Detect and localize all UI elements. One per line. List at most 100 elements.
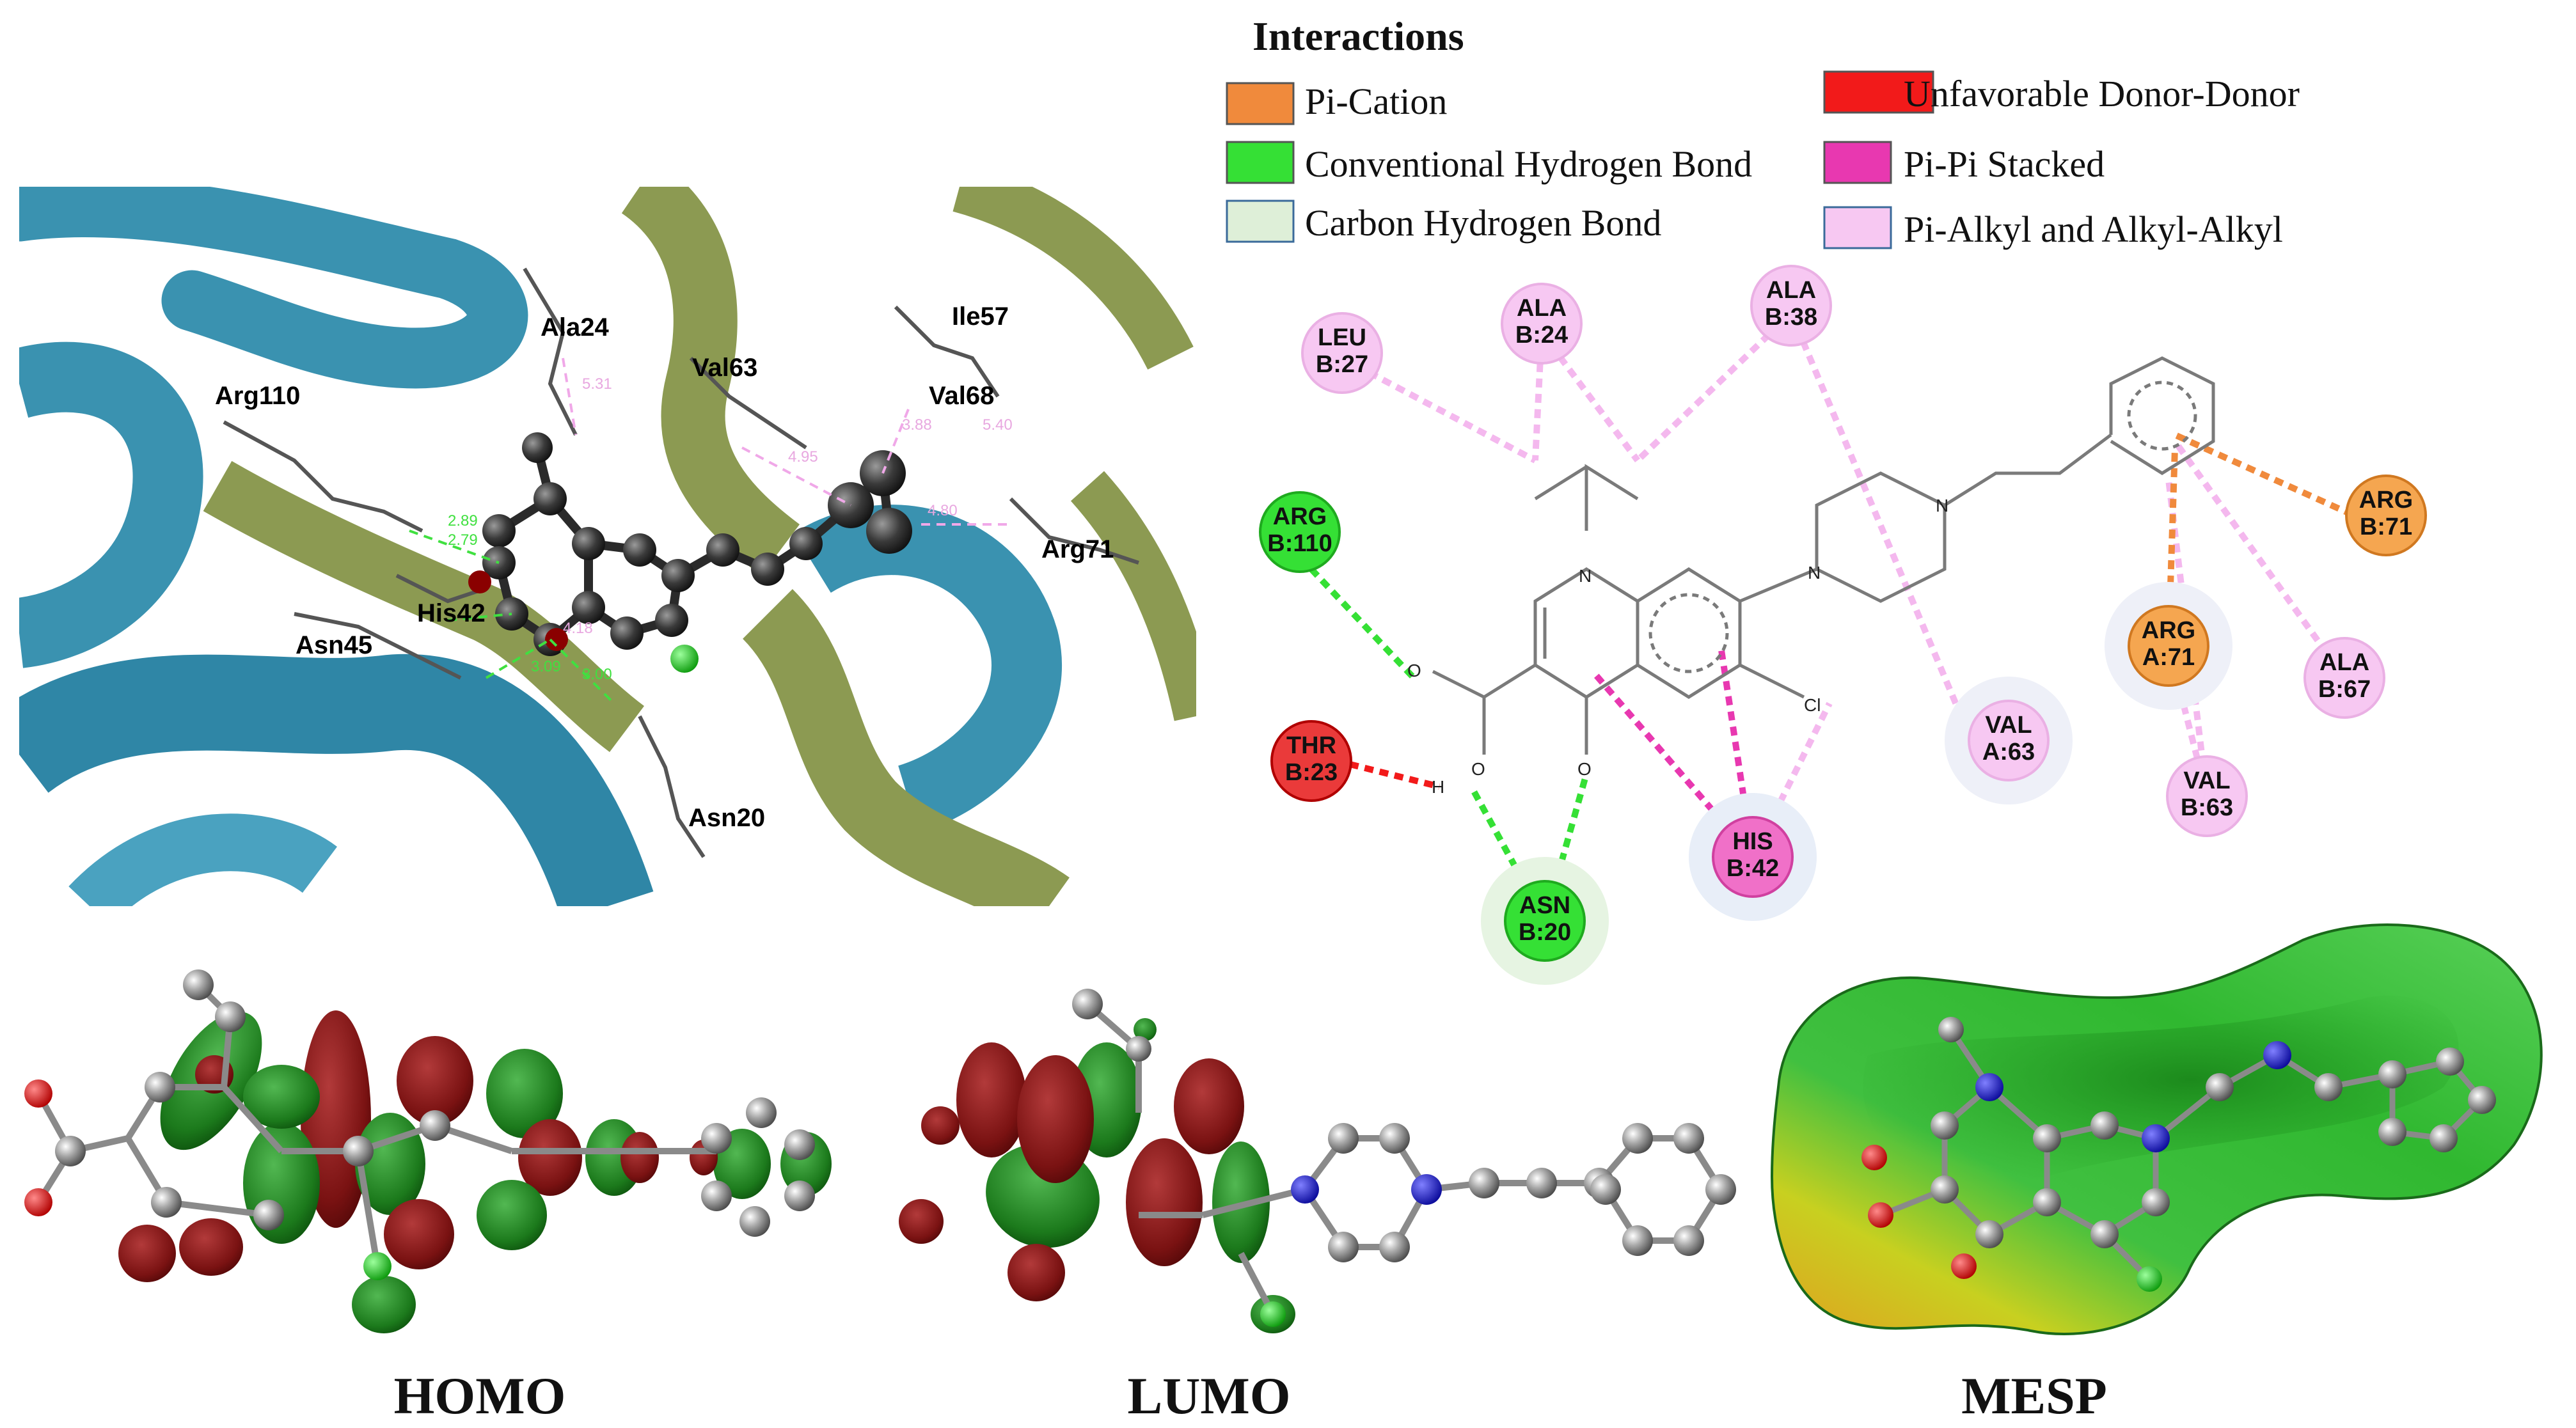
svg-text:B:20: B:20 [1519, 919, 1571, 946]
atom-label-o: O [1471, 759, 1485, 779]
residue-disc-arg-b71: ARG B:71 [2345, 475, 2427, 556]
svg-text:ASN: ASN [1519, 892, 1570, 919]
svg-text:B:27: B:27 [1316, 351, 1368, 378]
mesp-panel: MESP [1770, 923, 2543, 1425]
residue-disc-leu-b27: LEU B:27 [1301, 312, 1383, 394]
residue-label-arg71: Arg71 [1041, 535, 1114, 563]
docking-3d-panel: 5.31 4.95 3.88 4.80 5.40 2.89 2.79 4.18 … [19, 187, 1196, 906]
legend-label: Conventional Hydrogen Bond [1305, 143, 1752, 185]
atom-label-n: N [1579, 566, 1592, 586]
svg-text:B:38: B:38 [1765, 304, 1817, 331]
legend-swatch [1823, 206, 1892, 249]
legend-swatch [1823, 70, 1934, 114]
residue-disc-thr-b23: THR B:23 [1270, 720, 1352, 802]
distance-label: 3.09 [531, 658, 561, 675]
homo-atoms [24, 969, 815, 1280]
interaction-2d-diagram: N N N O O O H Cl LEU B:27 ALA B:24 ALA [1259, 265, 2427, 985]
residue-disc-his-b42: HIS B:42 [1689, 793, 1817, 921]
legend-label: Pi-Pi Stacked [1904, 143, 2105, 185]
mesp-inner-shading [1863, 995, 2459, 1182]
svg-text:ALA: ALA [1766, 277, 1816, 304]
residue-disc-ala-b24: ALA B:24 [1501, 283, 1583, 365]
atom-label-n: N [1808, 563, 1821, 583]
mesp-atoms [1861, 1017, 2496, 1292]
svg-text:B:110: B:110 [1267, 530, 1332, 557]
legend-label: Carbon Hydrogen Bond [1305, 202, 1661, 244]
distance-label: 4.18 [563, 620, 593, 637]
helix-green-3 [741, 589, 1070, 906]
legend-swatch [1823, 141, 1892, 184]
legend-label: Pi-Cation [1305, 81, 1447, 122]
svg-text:B:63: B:63 [2181, 794, 2233, 821]
residue-label-ile57: Ile57 [952, 302, 1009, 331]
residue-label-his42: His42 [417, 599, 486, 627]
helix-blue-4 [68, 813, 337, 906]
helix-green-2 [952, 187, 1194, 370]
legend-item-conventional-hbond: Conventional Hydrogen Bond [1226, 141, 1752, 185]
interaction-lines-3d [409, 357, 1011, 705]
docked-ligand [468, 432, 912, 673]
distance-label: 3.88 [902, 416, 932, 434]
residue-disc-asn-b20: ASN B:20 [1481, 857, 1609, 985]
homo-caption: HOMO [394, 1367, 566, 1425]
mesp-caption: MESP [1961, 1367, 2107, 1425]
svg-text:A:71: A:71 [2142, 644, 2195, 671]
svg-text:VAL: VAL [2183, 767, 2230, 794]
residue-sticks [223, 267, 1139, 858]
svg-text:ARG: ARG [1273, 503, 1327, 530]
interaction-legend: Interactions Pi-Cation Conventional Hydr… [1226, 13, 2300, 250]
distance-label: 5.40 [983, 416, 1013, 434]
legend-item-pi-pi: Pi-Pi Stacked [1823, 141, 2105, 185]
svg-text:ARG: ARG [2142, 617, 2195, 644]
residue-disc-val-b63: VAL B:63 [2166, 755, 2248, 837]
atom-label-o: O [1407, 661, 1421, 680]
atom-label-o: O [1577, 759, 1592, 779]
residue-label-asn45: Asn45 [296, 631, 372, 659]
ligand-atom-labels: N N N O O O H Cl [1407, 496, 1948, 797]
helix-blue-2 [19, 341, 203, 668]
svg-text:THR: THR [1286, 732, 1336, 759]
residue-discs: LEU B:27 ALA B:24 ALA B:38 ARG B:110 THR [1259, 265, 2427, 985]
distance-label: 2.89 [448, 512, 478, 530]
helix-green-5 [1070, 471, 1196, 721]
ligand-skeleton-2d [1432, 356, 2215, 755]
svg-text:B:71: B:71 [2360, 514, 2412, 540]
svg-text:ALA: ALA [1517, 295, 1567, 322]
residue-label-arg110: Arg110 [215, 382, 300, 410]
svg-text:B:42: B:42 [1727, 855, 1779, 882]
distance-label: 3.00 [582, 666, 612, 683]
svg-text:VAL: VAL [1985, 712, 2032, 739]
residue-label-ala24: Ala24 [541, 313, 609, 341]
homo-panel: HOMO [24, 969, 832, 1425]
lumo-caption: LUMO [1127, 1367, 1290, 1425]
helix-green-1 [620, 187, 800, 576]
legend-swatch [1226, 200, 1295, 243]
legend-item-carbon-hbond: Carbon Hydrogen Bond [1226, 200, 1661, 244]
residue-disc-arg-b110: ARG B:110 [1259, 491, 1341, 573]
residue-disc-arg-a71: ARG A:71 [2105, 582, 2232, 710]
atom-label-h: H [1432, 777, 1444, 797]
svg-text:HIS: HIS [1732, 828, 1773, 855]
residue-label-val63: Val63 [692, 354, 757, 382]
lumo-atoms [1072, 989, 1736, 1327]
svg-text:ARG: ARG [2359, 487, 2413, 514]
legend-item-pi-cation: Pi-Cation [1226, 81, 1447, 125]
legend-title: Interactions [1252, 13, 1464, 59]
legend-item-pi-alkyl: Pi-Alkyl and Alkyl-Alkyl [1823, 206, 2283, 250]
residue-labels-3d: Ala24 Ile57 Arg110 Val63 Val68 Arg71 His… [215, 302, 1114, 832]
svg-text:B:67: B:67 [2318, 676, 2371, 703]
legend-item-unfavorable: Unfavorable Donor-Donor [1823, 70, 2300, 114]
residue-label-val68: Val68 [929, 382, 994, 410]
svg-text:A:63: A:63 [1982, 739, 2035, 765]
residue-label-asn20: Asn20 [688, 804, 765, 832]
distance-label: 2.79 [448, 531, 478, 549]
legend-label: Unfavorable Donor-Donor [1904, 73, 2300, 114]
legend-swatch [1226, 141, 1295, 184]
residue-disc-ala-b38: ALA B:38 [1750, 265, 1832, 347]
svg-text:ALA: ALA [2319, 649, 2369, 676]
svg-text:LEU: LEU [1318, 324, 1366, 351]
atom-label-n: N [1936, 496, 1948, 515]
atom-label-cl: Cl [1804, 695, 1821, 715]
residue-disc-val-a63: VAL A:63 [1945, 677, 2073, 804]
